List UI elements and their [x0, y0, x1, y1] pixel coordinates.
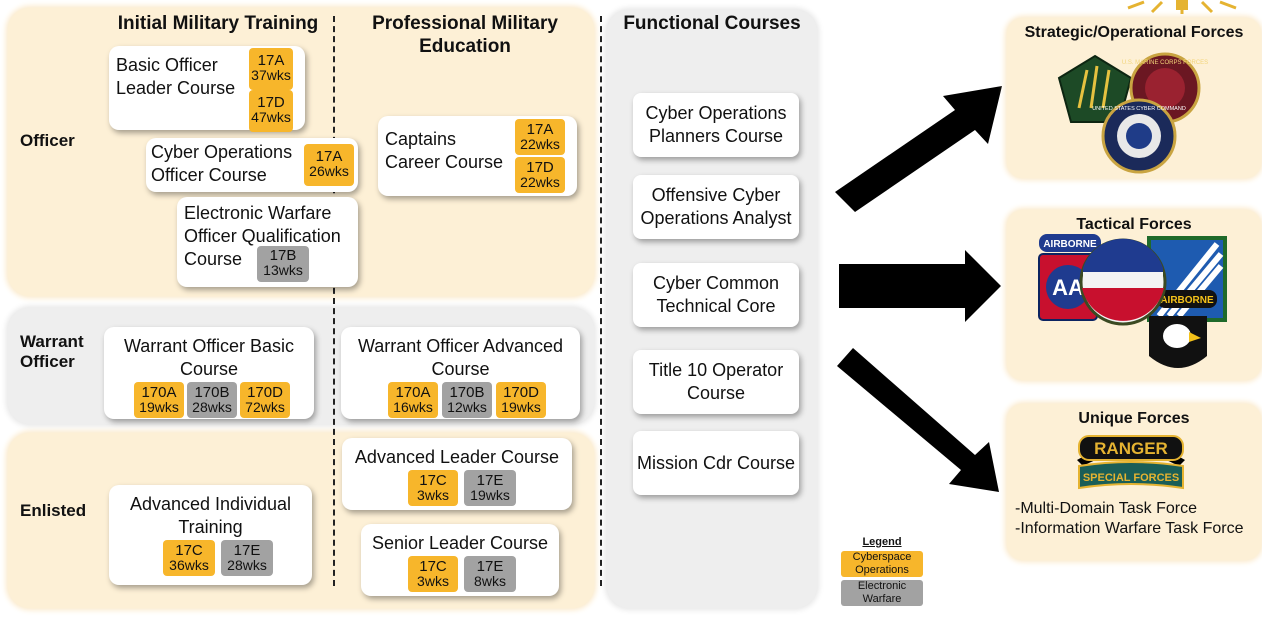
functional-course-title-10-operator: Title 10 Operator Course: [633, 350, 799, 414]
course-title: Captains Career Course: [385, 129, 504, 172]
course-title: Basic Officer Leader Course: [116, 55, 236, 98]
pentagon-seal-lines: [1077, 65, 1111, 109]
arrow-to-unique-forces: [837, 348, 999, 492]
marine-seal-text: U.S. MARINE CORPS FORCES: [1122, 60, 1208, 66]
divider-imt-pme: [333, 16, 335, 586]
unique-force-mdtf: -Multi-Domain Task Force: [1015, 500, 1197, 517]
row-label-warrant-officer: Warrant Officer: [20, 332, 84, 371]
arrow-to-strategic-forces: [835, 86, 1002, 212]
legend-electronic-warfare: Electronic Warfare: [841, 580, 923, 606]
svg-text:SPECIAL FORCES: SPECIAL FORCES: [1083, 472, 1179, 484]
special-forces-tab-icon: [1078, 461, 1184, 490]
strategic-forces-title: Strategic/Operational Forces: [1024, 24, 1244, 41]
tactical-forces-title: Tactical Forces: [1076, 216, 1192, 233]
svg-text:AIRBORNE: AIRBORNE: [1160, 295, 1214, 306]
svg-text:RANGER: RANGER: [1094, 439, 1168, 458]
strategic-forces-box: Strategic/Operational Forces U.S. MARINE…: [1007, 18, 1261, 178]
row-label-officer: Officer: [20, 131, 75, 150]
course-title: Advanced Leader Course: [354, 447, 560, 467]
legend: Legend Cyberspace Operations Electronic …: [841, 536, 923, 606]
functional-course-offensive-cyber-operations-analyst: Offensive Cyber Operations Analyst: [633, 175, 799, 239]
course-title: Warrant Officer Advanced Course: [357, 336, 564, 379]
legend-cyber: Cyberspace Operations: [841, 551, 923, 577]
legend-title: Legend: [862, 536, 902, 548]
course-title: Electronic Warfare Officer Qualification…: [184, 203, 341, 269]
svg-text:AIRBORNE: AIRBORNE: [1043, 239, 1097, 250]
unique-forces-box: Unique Forces RANGER SPECIAL FORCES -Mul…: [1007, 404, 1261, 560]
tactical-forces-box: Tactical Forces AIRBORNE AA AIRBORNE: [1007, 210, 1261, 380]
course-title: Advanced Individual Training: [129, 494, 292, 537]
svg-text:AA: AA: [1052, 275, 1084, 300]
header-functional-courses: Functional Courses: [623, 13, 801, 34]
arrows: [835, 86, 1002, 492]
unique-force-iwtf: -Information Warfare Task Force: [1015, 520, 1244, 537]
header-initial-military-training: Initial Military Training: [117, 13, 319, 34]
unique-forces-title: Unique Forces: [1078, 410, 1190, 427]
functional-course-mission-cdr: Mission Cdr Course: [633, 431, 799, 495]
strategic-seals: U.S. MARINE CORPS FORCES UNITED STATES C…: [1057, 52, 1208, 174]
row-label-enlisted: Enlisted: [20, 501, 87, 520]
course-electronic-warfare-officer-qualification: Electronic Warfare Officer Qualification…: [177, 197, 358, 287]
arrow-to-tactical-forces: [839, 250, 1001, 322]
cyber-command-seal-text: UNITED STATES CYBER COMMAND: [1092, 106, 1186, 112]
course-title: Warrant Officer Basic Course: [123, 336, 295, 379]
functional-course-cyber-common-technical-core: Cyber Common Technical Core: [633, 263, 799, 327]
course-title: Cyber Operations Officer Course: [151, 142, 293, 185]
top-emblem-icon: [1127, 0, 1237, 14]
divider-pme-functional: [600, 16, 602, 586]
course-title: Senior Leader Course: [371, 533, 549, 553]
header-professional-military-education: Professional Military Education: [372, 13, 558, 57]
ranger-sf-tabs: RANGER SPECIAL FORCES: [1077, 435, 1185, 490]
tactical-patches: AIRBORNE AA AIRBORNE: [1038, 234, 1227, 368]
functional-course-cyber-operations-planners: Cyber Operations Planners Course: [633, 93, 799, 157]
